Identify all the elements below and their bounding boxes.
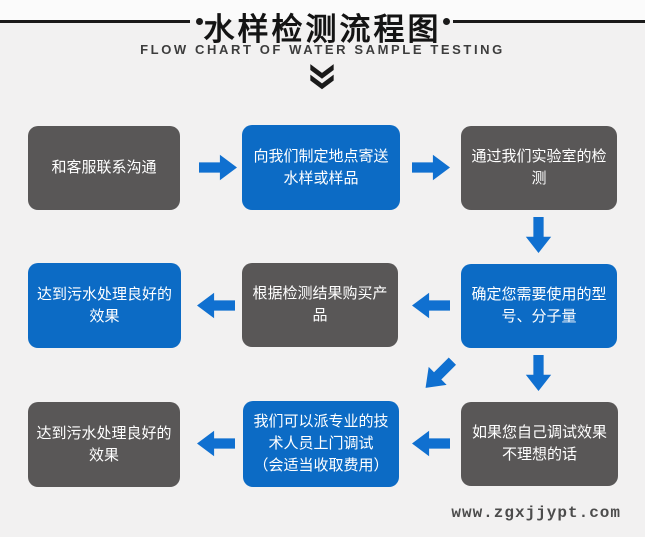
flow-step-label: 根据检测结果购买产 品 bbox=[252, 285, 388, 324]
arrow-left-icon bbox=[197, 430, 235, 457]
arrow-down-left-icon bbox=[416, 352, 462, 398]
flow-step-determine-model: 确定您需要使用的型 号、分子量 bbox=[461, 264, 617, 348]
flow-step-label: 向我们制定地点寄送 水样或样品 bbox=[253, 147, 389, 187]
arrow-down-icon bbox=[525, 355, 552, 391]
page-subtitle: FLOW CHART OF WATER SAMPLE TESTING bbox=[140, 42, 505, 57]
double-chevron-down-icon bbox=[308, 63, 336, 91]
arrow-left-icon bbox=[197, 292, 235, 319]
title-rule-right bbox=[453, 20, 645, 23]
arrow-left-icon bbox=[412, 292, 450, 319]
flow-step-label: 通过我们实验室的检 测 bbox=[471, 148, 607, 187]
flow-step-label: 我们可以派专业的技 术人员上门调试 （会适当收取费用） bbox=[253, 413, 389, 474]
flow-step-send-sample: 向我们制定地点寄送 水样或样品 bbox=[242, 125, 400, 210]
title-dot-right bbox=[443, 18, 450, 25]
arrow-right-icon bbox=[199, 154, 237, 181]
arrow-down-icon bbox=[525, 217, 552, 253]
flow-step-label: 和客服联系沟通 bbox=[51, 159, 157, 176]
flow-step-contact-service: 和客服联系沟通 bbox=[28, 126, 180, 210]
flow-step-label: 达到污水处理良好的 效果 bbox=[36, 424, 172, 464]
title-rule-left bbox=[0, 20, 190, 23]
flow-step-good-result-2: 达到污水处理良好的 效果 bbox=[28, 402, 180, 487]
flow-step-label: 确定您需要使用的型 号、分子量 bbox=[471, 286, 607, 325]
flow-step-good-result-1: 达到污水处理良好的 效果 bbox=[28, 263, 181, 348]
page-title: 水样检测流程图 bbox=[203, 12, 442, 47]
flow-step-label: 如果您自己调试效果 不理想的话 bbox=[471, 424, 607, 463]
top-strip bbox=[0, 0, 645, 20]
watermark-url: www.zgxjjypt.com bbox=[451, 504, 621, 522]
flow-step-unsatisfied-debug: 如果您自己调试效果 不理想的话 bbox=[461, 402, 618, 486]
title-dot-left bbox=[196, 18, 203, 25]
flow-step-buy-product: 根据检测结果购买产 品 bbox=[242, 263, 398, 347]
flow-step-lab-testing: 通过我们实验室的检 测 bbox=[461, 126, 617, 210]
arrow-right-icon bbox=[412, 154, 450, 181]
flow-step-technician-visit: 我们可以派专业的技 术人员上门调试 （会适当收取费用） bbox=[243, 401, 399, 487]
flow-step-label: 达到污水处理良好的 效果 bbox=[36, 285, 172, 325]
arrow-left-icon bbox=[412, 430, 450, 457]
